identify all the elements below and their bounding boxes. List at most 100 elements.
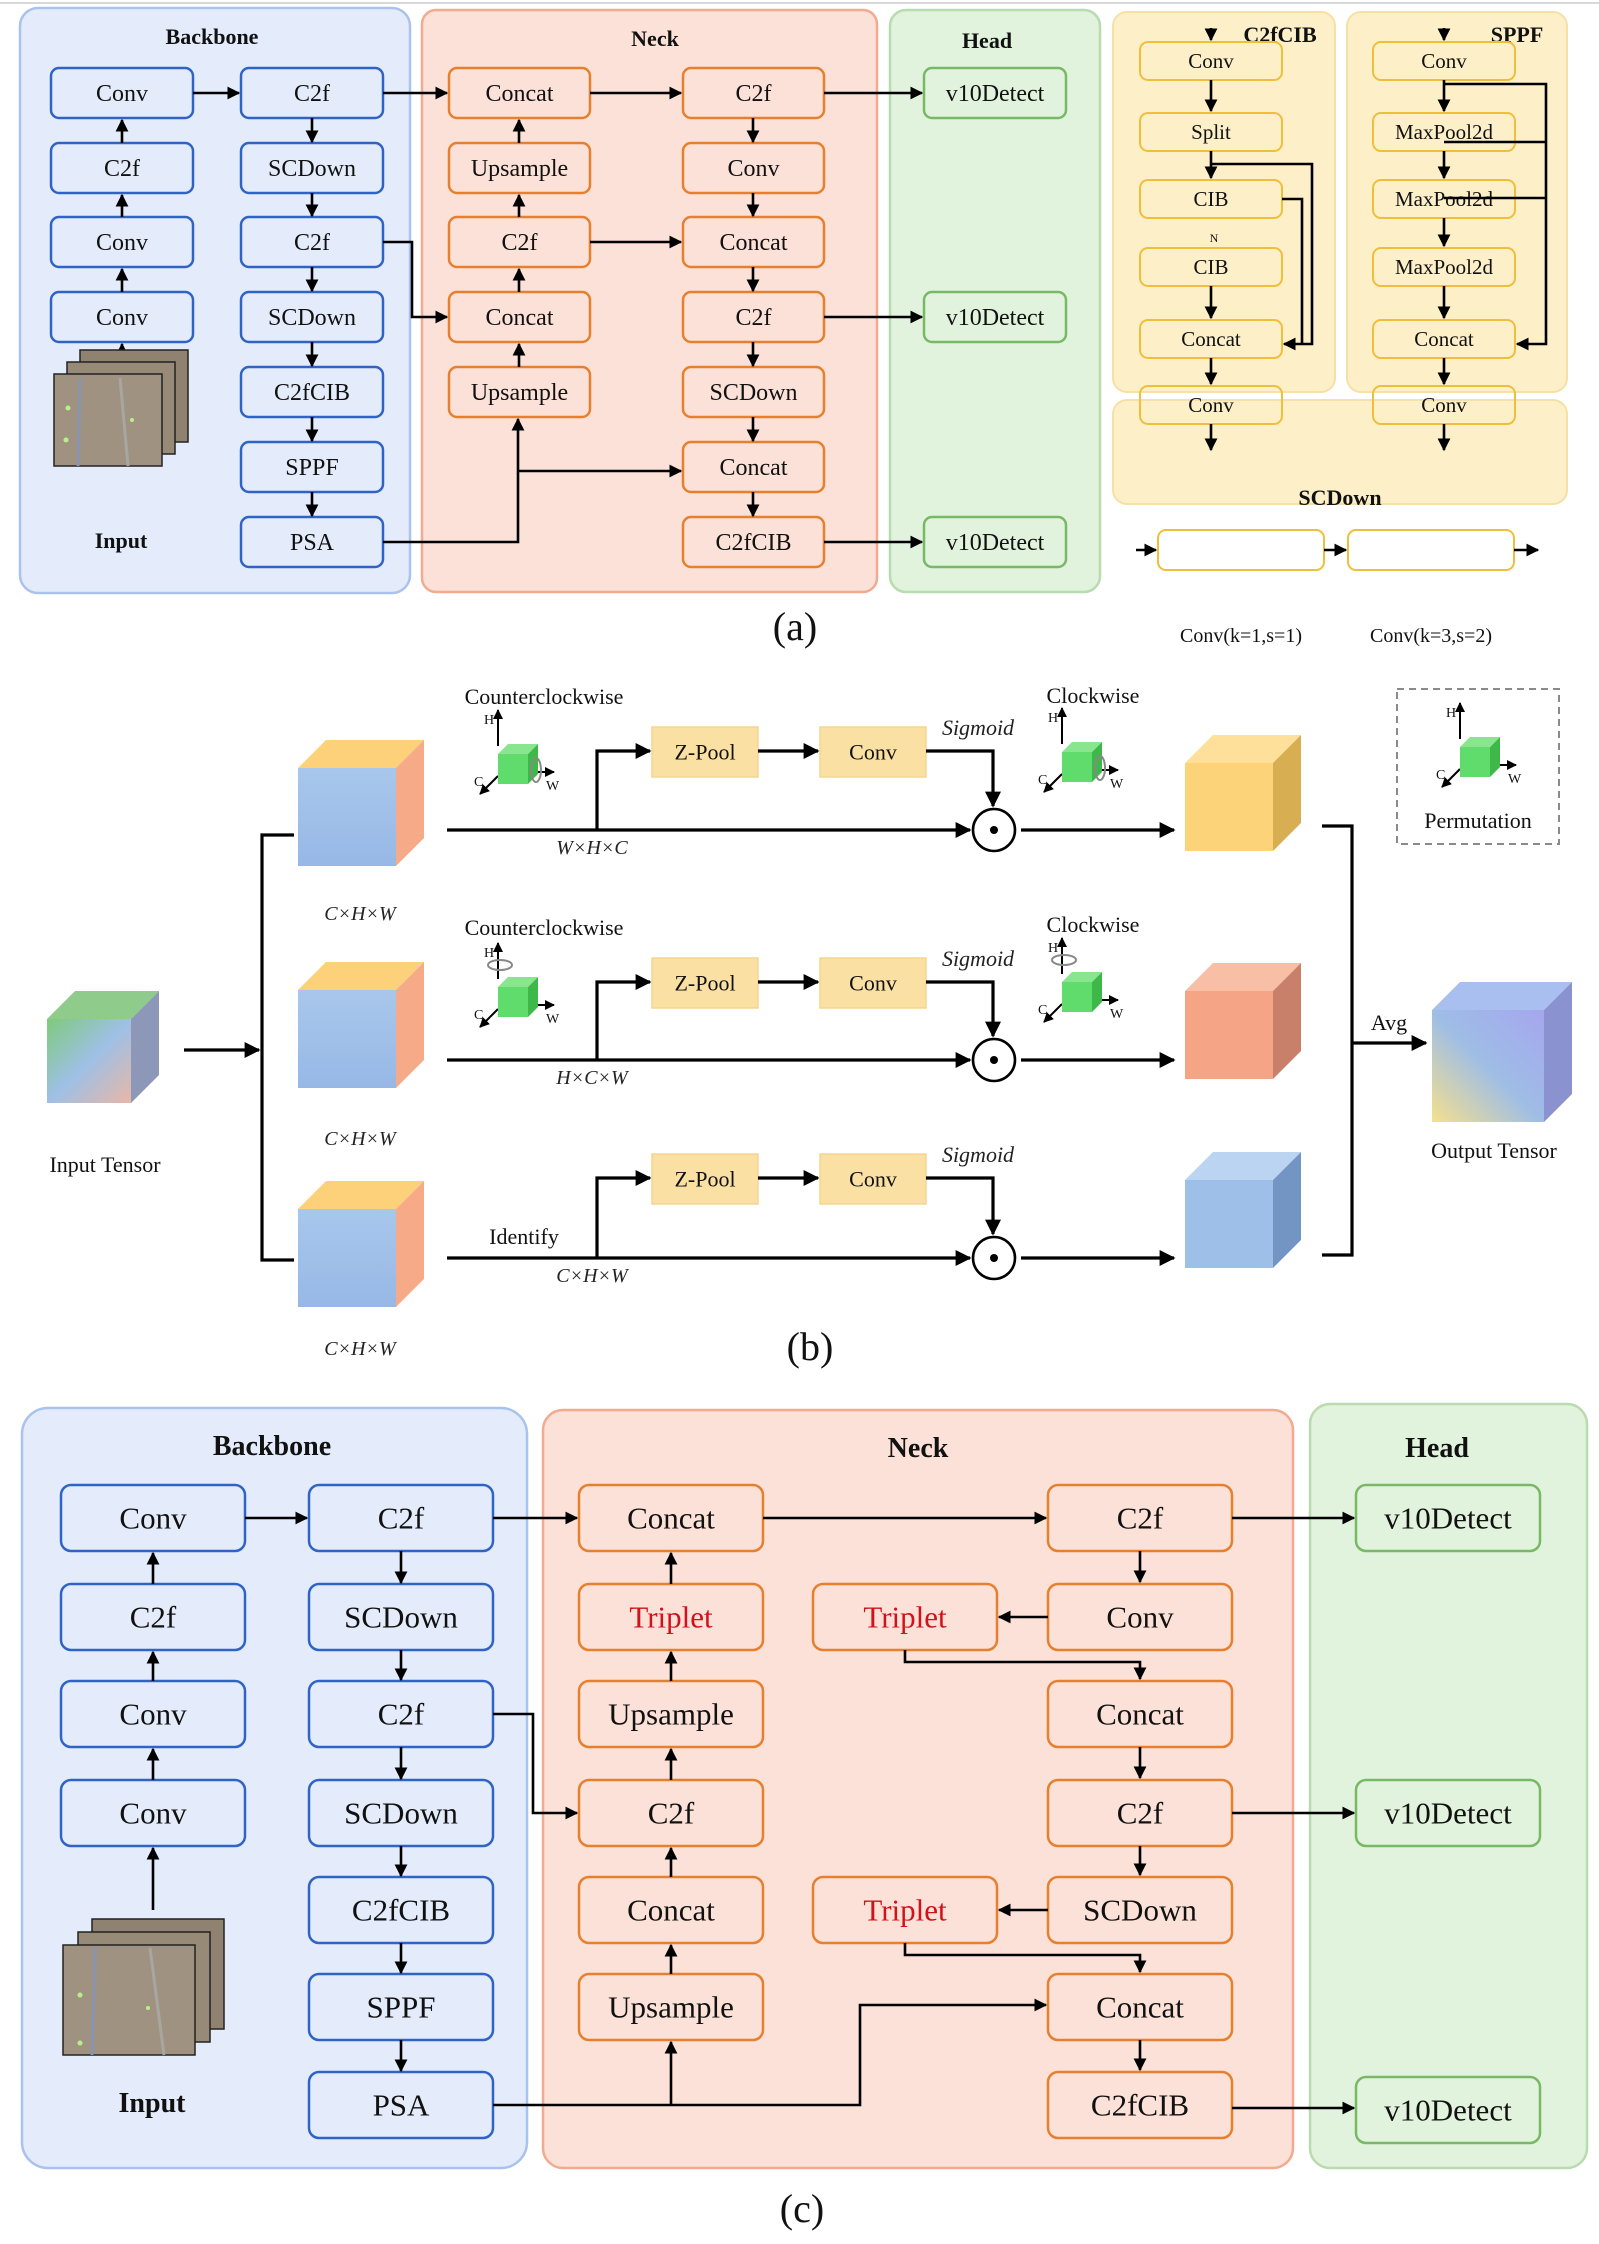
rotation-arrow-icon <box>530 757 542 783</box>
connector-arrow <box>383 240 449 324</box>
neck-c-right-4-label: SCDown <box>1083 1893 1197 1928</box>
conv-box: Conv <box>819 1153 927 1205</box>
backbone-c-right-4-label: C2fCIB <box>352 1893 450 1928</box>
c2fcib-item-5-label: Conv <box>1188 393 1234 417</box>
head-c-detect-2-label: v10Detect <box>1384 2093 1512 2128</box>
backbone-c-right-1: SCDown <box>307 1582 495 1652</box>
c2fcib-item-0: Conv <box>1139 41 1283 81</box>
neck-a-left-3-label: Concat <box>486 305 554 331</box>
connector-arrow <box>1211 162 1314 351</box>
branch-input-cube <box>298 962 424 1088</box>
caption-b: (b) <box>787 1324 834 1369</box>
permutation-label: Permutation <box>1424 808 1532 833</box>
neck-c-right-0-label: C2f <box>1117 1501 1164 1536</box>
axis-w-label: W <box>1110 777 1124 792</box>
backbone-a-left-1-label: C2f <box>104 156 140 182</box>
connector-arrow <box>926 980 1001 1038</box>
neck-a-right-6-label: C2fCIB <box>715 530 791 556</box>
branch-output-cube <box>1185 735 1301 851</box>
neck-c-triplet-0: Triplet <box>811 1582 999 1652</box>
neck-a-left-2-label: C2f <box>502 230 538 256</box>
backbone-a-right-2-label: C2f <box>294 230 330 256</box>
axis-c-label: C <box>474 775 483 790</box>
backbone-a-right-1-label: SCDown <box>268 156 356 182</box>
branch-shape-label: C×H×W <box>324 1338 398 1360</box>
axis-c-label: C <box>1038 773 1047 788</box>
c2fcib-module-bg <box>1112 11 1336 393</box>
c2fcib-item-4-label: Concat <box>1181 327 1241 351</box>
connector-arrow <box>926 1176 1001 1236</box>
input-tensor-label: Input Tensor <box>49 1152 161 1177</box>
backbone-a-right-0-label: C2f <box>294 81 330 107</box>
zpool-box-label: Z-Pool <box>674 970 735 995</box>
scdown-module-bg <box>1112 399 1568 505</box>
output-tensor-cube <box>1432 982 1572 1122</box>
panel-a-top-border <box>0 2 1599 4</box>
head-c-detect-1: v10Detect <box>1354 1778 1542 1848</box>
conv-box: Conv <box>819 957 927 1009</box>
neck-c-left-4-label: Concat <box>627 1893 715 1928</box>
neck-a-left-0-label: Concat <box>486 81 554 107</box>
neck-group-bg <box>420 8 879 594</box>
sppf-module-title: SPPF <box>1491 22 1544 47</box>
connector-arrow <box>1322 824 1354 1257</box>
rotate-in-label: Counterclockwise <box>465 915 624 940</box>
neck-c-right-3-label: C2f <box>1117 1796 1164 1831</box>
backbone-c-right-0-label: C2f <box>378 1501 425 1536</box>
rotation-arrow-icon <box>1094 755 1106 781</box>
output-tensor-label: Output Tensor <box>1431 1138 1557 1163</box>
connector-arrow <box>493 1998 1048 2107</box>
neck-c-right-2-label: Concat <box>1096 1697 1184 1732</box>
head-a-detect-2: v10Detect <box>922 515 1068 569</box>
green-cube-icon <box>1062 742 1102 782</box>
backbone-c-left-0-label: Conv <box>119 1501 187 1536</box>
c2fcib-item-1-label: Split <box>1191 120 1231 144</box>
neck-a-left-4: Upsample <box>447 365 592 419</box>
neck-c-right-6: C2fCIB <box>1046 2070 1234 2140</box>
conv-box-label: Conv <box>849 1166 897 1191</box>
neck-a-right-1-label: Conv <box>727 156 779 182</box>
head-group-bg-c <box>1308 1402 1589 2170</box>
backbone-a-right-5-label: SPPF <box>285 455 338 481</box>
conv-box-label: Conv <box>849 739 897 764</box>
backbone-group-bg <box>18 6 412 595</box>
branch-input-cube <box>298 740 424 866</box>
connector-arrow <box>926 749 1001 808</box>
backbone-a-left-2-label: Conv <box>96 230 148 256</box>
c2fcib-module-title: C2fCIB <box>1243 22 1317 47</box>
connector-arrow <box>595 1170 652 1258</box>
neck-a-right-5-label: Concat <box>720 455 788 481</box>
neck-c-left-3-label: C2f <box>648 1796 695 1831</box>
connector-arrow <box>595 743 652 830</box>
axis-c-label: C <box>474 1008 483 1023</box>
branch-shape-label: C×H×W <box>324 1128 398 1150</box>
neck-c-right-1-label: Conv <box>1106 1600 1174 1635</box>
avg-label: Avg <box>1371 1010 1407 1035</box>
axis-w-label: W <box>1110 1007 1124 1022</box>
branch-shape-label: C×H×W <box>324 903 398 925</box>
backbone-c-left-2: Conv <box>59 1679 247 1749</box>
branch-output-cube <box>1185 963 1301 1079</box>
conv-box-label: Conv <box>849 970 897 995</box>
sppf-module-bg <box>1346 11 1568 393</box>
c2fcib-item-2-label: CIB <box>1193 187 1228 211</box>
rotation-arrow-icon <box>487 959 513 971</box>
neck-a-left-1: Upsample <box>447 141 592 195</box>
multiply-op-icon <box>971 1037 1017 1083</box>
sigmoid-label: Sigmoid <box>942 1142 1015 1167</box>
sppf-item-3: MaxPool2d <box>1372 247 1516 287</box>
multiply-op-icon <box>971 1235 1017 1281</box>
backbone-a-right-6-label: PSA <box>290 530 335 556</box>
backbone-title: Backbone <box>166 24 259 49</box>
rotate-out-label: Clockwise <box>1047 683 1140 708</box>
c2fcib-item-0-label: Conv <box>1188 49 1234 73</box>
backbone-a-left-3-label: Conv <box>96 305 148 331</box>
axis-c-label: C <box>1436 768 1445 783</box>
multiply-op-icon <box>971 807 1017 853</box>
neck-c-left-1: Triplet <box>577 1582 765 1652</box>
axis-w-label: W <box>546 779 560 794</box>
axis-h-label: H <box>1048 941 1058 956</box>
sppf-item-3-label: MaxPool2d <box>1395 255 1494 279</box>
